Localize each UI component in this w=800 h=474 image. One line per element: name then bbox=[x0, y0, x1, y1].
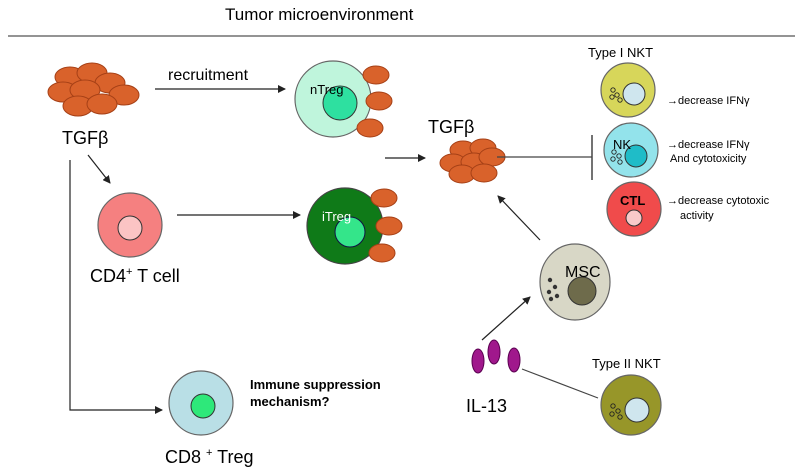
tgfb-to-cd8-arrow bbox=[69, 160, 163, 414]
tgfb-source-label: TGFβ bbox=[62, 128, 108, 148]
type1-nkt-label: Type I NKT bbox=[588, 45, 653, 60]
ctl-label: CTL bbox=[620, 193, 645, 208]
type1-nkt-cell bbox=[600, 62, 656, 118]
immune-question-line1: Immune suppression bbox=[250, 377, 381, 392]
ntreg-cell bbox=[294, 60, 372, 138]
il13-molecules bbox=[471, 339, 521, 374]
itreg-cell bbox=[306, 187, 384, 265]
ctl-effect-line1: →decrease cytotoxic bbox=[667, 195, 770, 207]
cd4-label: CD4+ T cell bbox=[90, 266, 180, 286]
itreg-tgfb-bound bbox=[368, 188, 403, 263]
msc-label: MSC bbox=[565, 264, 601, 281]
type2-nkt-label: Type II NKT bbox=[592, 356, 661, 371]
type2-nkt-to-il13-line bbox=[521, 368, 599, 399]
cd8-label: CD8 + Treg bbox=[165, 447, 253, 467]
ctl-cell bbox=[606, 181, 662, 237]
ntreg-label: nTreg bbox=[310, 82, 343, 97]
msc-cell bbox=[539, 243, 611, 321]
recruitment-label: recruitment bbox=[168, 67, 249, 84]
nk-effect-line1: →decrease IFNγ bbox=[667, 139, 750, 151]
nk-cell bbox=[603, 122, 659, 178]
nk-label: NK bbox=[613, 137, 631, 152]
cd4-t-cell bbox=[97, 192, 163, 258]
immune-question-line2: mechanism? bbox=[250, 394, 330, 409]
tgfb-cluster-center bbox=[439, 138, 506, 184]
il13-label: IL-13 bbox=[466, 396, 507, 416]
ntreg-tgfb-bound bbox=[356, 65, 393, 138]
type2-nkt-cell bbox=[600, 374, 662, 436]
msc-to-tgfb-arrow bbox=[497, 195, 541, 241]
cd8-treg-cell bbox=[168, 370, 234, 436]
tgfb-to-cd4-arrow bbox=[87, 154, 111, 184]
diagram-title: Tumor microenvironment bbox=[225, 5, 414, 24]
nkt1-effect: →decrease IFNγ bbox=[667, 95, 750, 107]
nk-effect-line2: And cytotoxicity bbox=[670, 153, 747, 165]
ctl-effect-line2: activity bbox=[680, 210, 714, 222]
il13-to-msc-arrow bbox=[481, 296, 531, 341]
itreg-label: iTreg bbox=[322, 209, 351, 224]
tgfb-cluster-source bbox=[47, 62, 140, 117]
tgfb-center-label: TGFβ bbox=[428, 117, 474, 137]
